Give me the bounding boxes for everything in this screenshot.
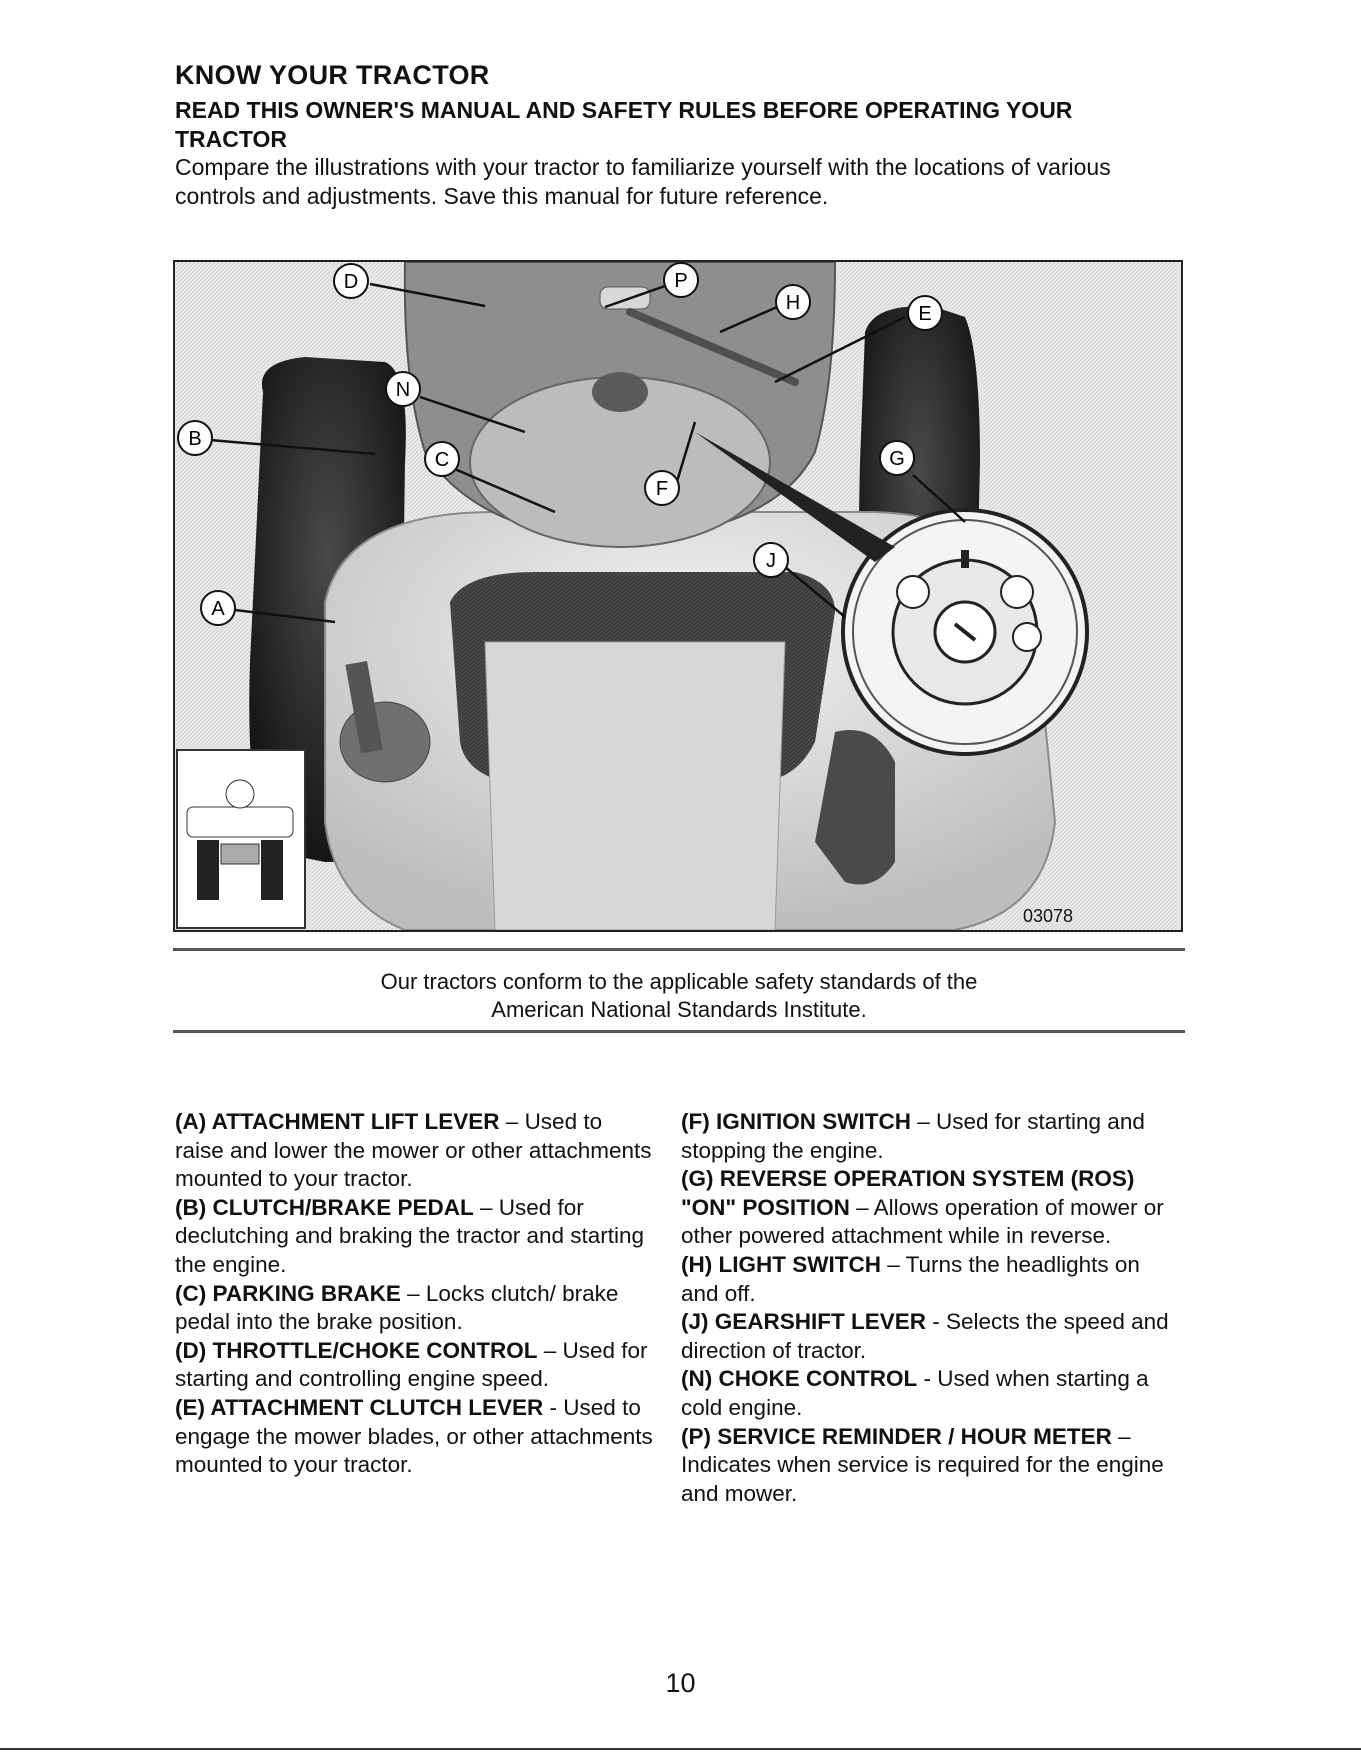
callout-a: A <box>200 590 236 626</box>
desc-clutch-brake-pedal: (B) CLUTCH/BRAKE PEDAL – Used for declut… <box>175 1194 645 1277</box>
desc-choke-control: (N) CHOKE CONTROL - Used when starting a… <box>681 1366 1149 1420</box>
start-symbol-icon <box>1012 622 1042 652</box>
desc-light-switch: (H) LIGHT SWITCH – Turns the headlights … <box>681 1251 1140 1306</box>
stop-symbol-icon <box>896 575 930 609</box>
page-title: KNOW YOUR TRACTOR <box>175 60 490 90</box>
desc-ignition-switch: (F) IGNITION SWITCH – Used for starting … <box>681 1109 1145 1163</box>
section-subtitle: READ THIS OWNER'S MANUAL AND SAFETY RULE… <box>175 97 1073 152</box>
tractor-controls-illustration: D P H E N B C G F J A 03078 <box>173 260 1183 932</box>
callout-e: E <box>907 295 943 331</box>
callout-d: D <box>333 263 369 299</box>
callout-f: F <box>644 470 680 506</box>
page-number: 10 <box>665 1668 696 1698</box>
svg-text:N: N <box>396 379 410 401</box>
intro-paragraph: Compare the illustrations with your trac… <box>175 154 1111 209</box>
svg-text:B: B <box>188 428 201 450</box>
callout-leaders <box>209 282 966 624</box>
callout-j: J <box>753 542 789 578</box>
steering-column <box>592 372 648 412</box>
callout-b: B <box>177 420 213 456</box>
descriptions-left-column: (A) ATTACHMENT LIFT LEVER – Used to rais… <box>175 1108 655 1480</box>
callout-h: H <box>775 284 811 320</box>
desc-attachment-clutch-lever: (E) ATTACHMENT CLUTCH LEVER - Used to en… <box>175 1394 653 1478</box>
ignition-pointer <box>695 432 895 562</box>
ros-symbol-icon <box>1000 575 1034 609</box>
conformance-line-2: American National Standards Institute. <box>491 997 867 1022</box>
desc-gearshift-lever: (J) GEARSHIFT LEVER - Selects the speed … <box>681 1309 1169 1363</box>
desc-attachment-lift-lever: (A) ATTACHMENT LIFT LEVER – Used to rais… <box>175 1109 652 1192</box>
svg-text:C: C <box>435 449 449 471</box>
locator-seat-icon <box>225 779 255 809</box>
footer-rule <box>0 1748 1361 1750</box>
desc-parking-brake: (C) PARKING BRAKE – Locks clutch/ brake … <box>175 1280 619 1335</box>
callout-c: C <box>424 441 460 477</box>
cup-holder <box>815 730 895 885</box>
locator-inset <box>176 749 306 929</box>
conformance-top-rule <box>173 948 1185 951</box>
lift-lever <box>345 660 383 754</box>
descriptions-right-column: (F) IGNITION SWITCH – Used for starting … <box>681 1108 1181 1508</box>
light-symbol-icon <box>961 550 969 568</box>
svg-text:E: E <box>918 303 931 325</box>
svg-text:D: D <box>344 271 358 293</box>
seat-cushion <box>484 641 786 930</box>
conformance-line-1: Our tractors conform to the applicable s… <box>380 969 978 994</box>
callout-p: P <box>663 262 699 298</box>
svg-text:G: G <box>889 448 905 470</box>
tractor-illustration-svg: D P H E N B C G F J A 03078 <box>175 262 1181 930</box>
figure-code: 03078 <box>1023 906 1073 926</box>
callout-markers: D P H E N B C G F J A <box>177 262 943 626</box>
svg-text:F: F <box>656 478 668 500</box>
desc-service-reminder: (P) SERVICE REMINDER / HOUR METER – Indi… <box>681 1423 1164 1506</box>
svg-text:A: A <box>211 598 225 620</box>
svg-text:H: H <box>786 292 800 314</box>
light-switch-bar <box>626 308 799 386</box>
svg-text:P: P <box>674 270 687 292</box>
svg-text:J: J <box>766 550 776 572</box>
desc-reverse-operation-system: (G) REVERSE OPERATION SYSTEM (ROS) "ON" … <box>681 1166 1164 1249</box>
conformance-note: Our tractors conform to the applicable s… <box>173 968 1185 1024</box>
conformance-bottom-rule <box>173 1030 1185 1033</box>
callout-n: N <box>385 371 421 407</box>
desc-throttle-choke-control: (D) THROTTLE/CHOKE CONTROL – Used for st… <box>175 1337 648 1392</box>
lift-lever-base <box>339 701 431 783</box>
callout-g: G <box>879 440 915 476</box>
